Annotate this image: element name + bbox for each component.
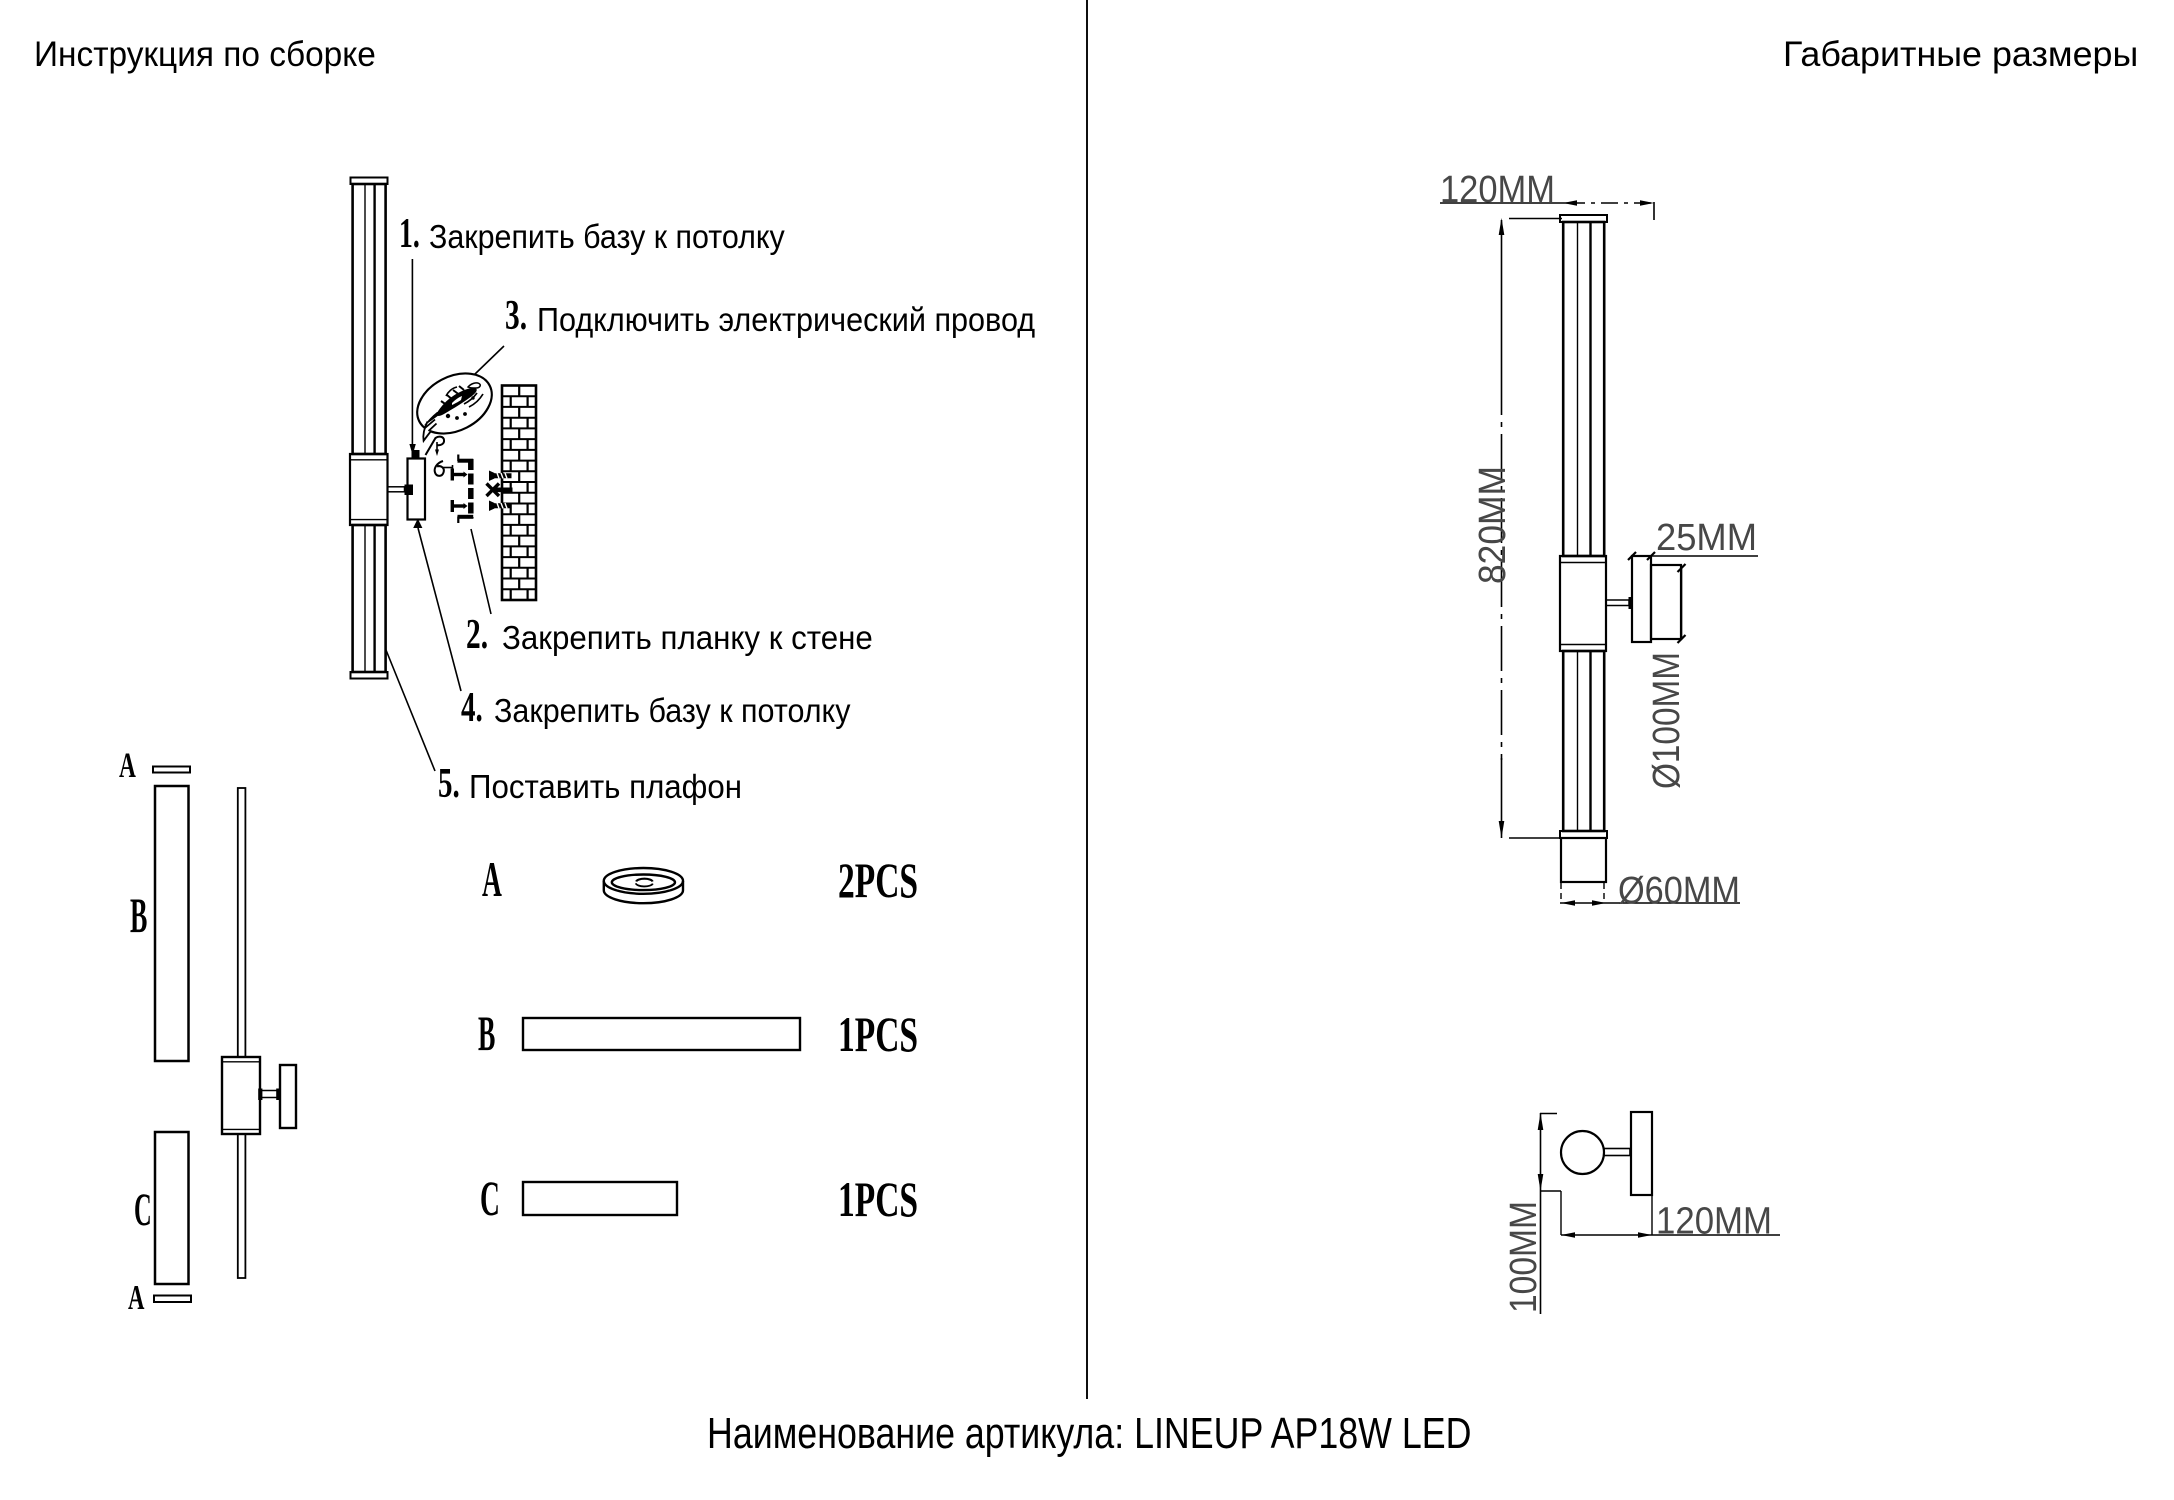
svg-text:120MM: 120MM	[1656, 1201, 1772, 1243]
svg-text:120MM: 120MM	[1440, 169, 1555, 211]
svg-text:25MM: 25MM	[1656, 517, 1757, 559]
svg-text:820MM: 820MM	[1472, 466, 1514, 584]
svg-text:Ø100MM: Ø100MM	[1646, 652, 1688, 789]
svg-text:100MM: 100MM	[1503, 1201, 1545, 1313]
svg-text:Ø60MM: Ø60MM	[1618, 870, 1740, 912]
